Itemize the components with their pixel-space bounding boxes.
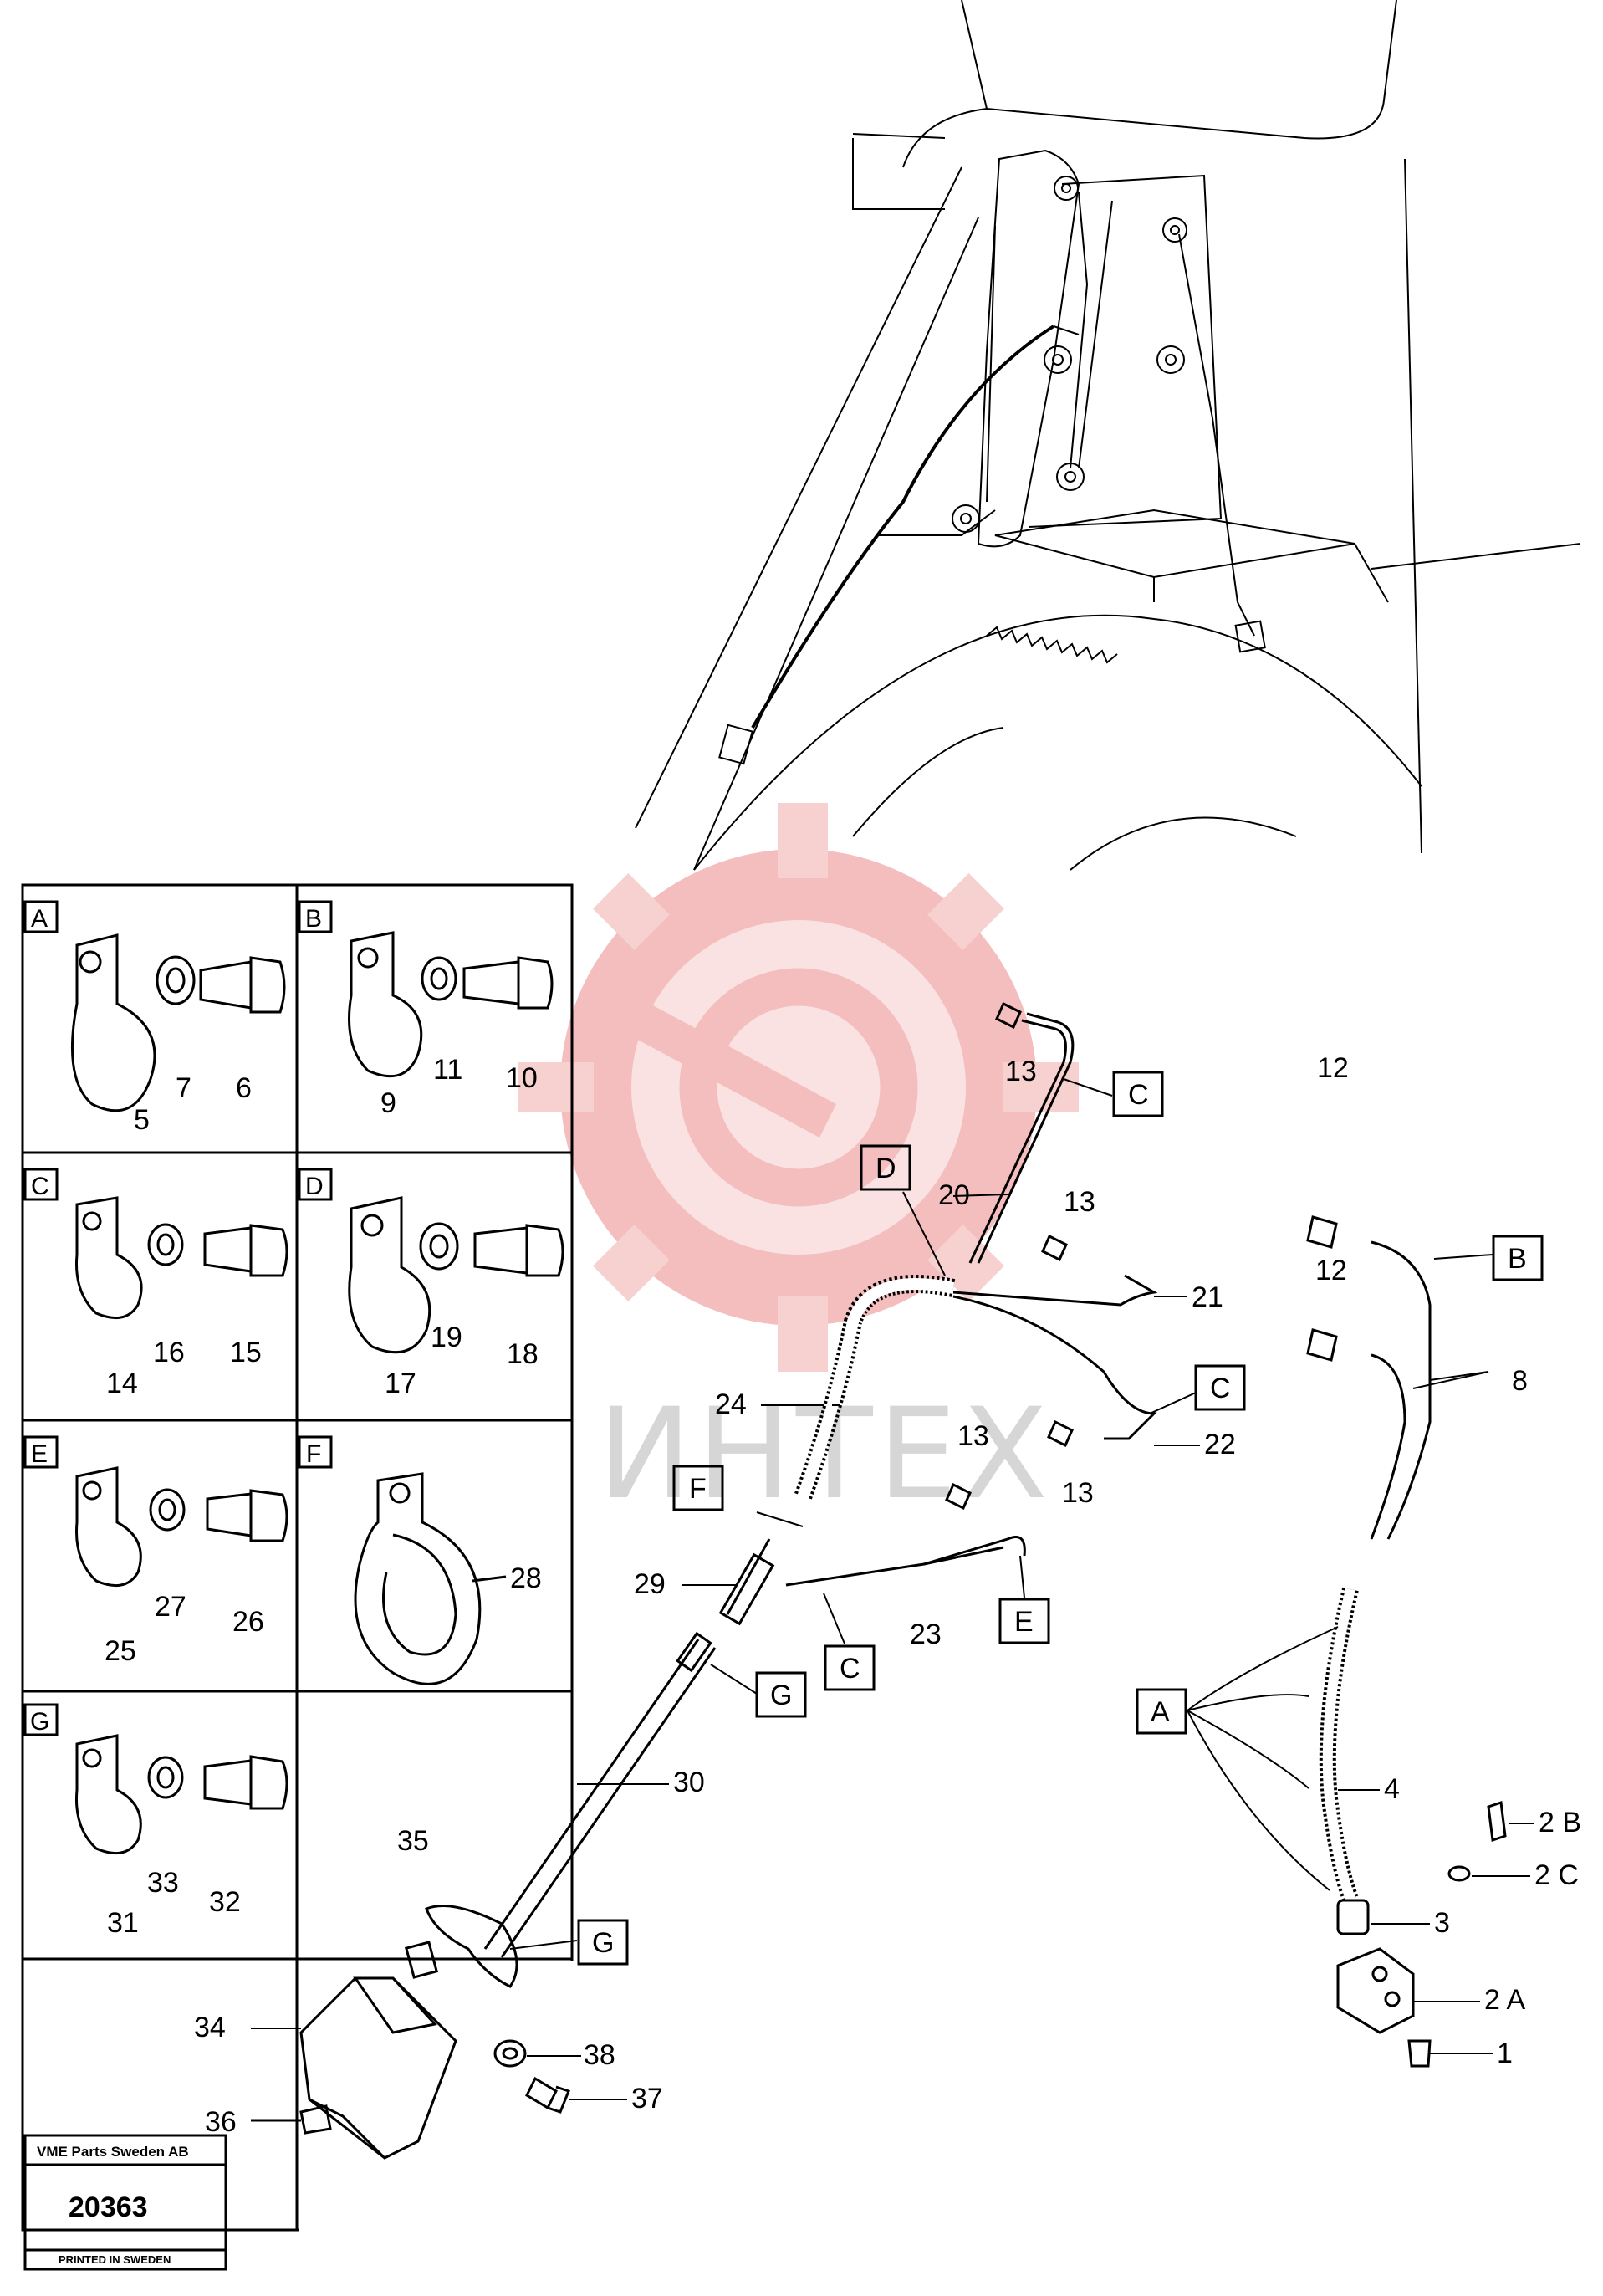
- right-hose-assembly: [1306, 1215, 1507, 2068]
- callout-leaders: [509, 1078, 1493, 1950]
- panel-f-letter: F: [306, 1440, 321, 1468]
- footer-company: VME Parts Sweden AB: [37, 2144, 189, 2160]
- footer-stamp: VME Parts Sweden AB 20363 PRINTED IN SWE…: [23, 2134, 227, 2271]
- panel-b-label-10: 10: [506, 1062, 538, 1094]
- panel-f-label-28: 28: [510, 1562, 542, 1594]
- panel-b: B 9 11 10: [298, 900, 554, 1119]
- part-34: 34: [194, 2012, 226, 2043]
- part-2a: 2 A: [1484, 1984, 1525, 2016]
- panel-e-label-27: 27: [155, 1591, 186, 1623]
- callout-box-c-1: C: [1112, 1071, 1164, 1117]
- part-number-labels: 13 20 13 21 24 13 22 13 29 23 30 35 34 3…: [194, 1052, 1581, 2138]
- svg-text:G: G: [592, 1927, 614, 1959]
- part-30: 30: [673, 1767, 705, 1798]
- panel-d-label-17: 17: [385, 1368, 416, 1399]
- part-37: 37: [631, 2083, 663, 2114]
- part-2c: 2 C: [1534, 1859, 1579, 1891]
- panel-b-letter: B: [305, 905, 322, 933]
- callout-box-a: A: [1136, 1688, 1187, 1735]
- panel-b-label-9: 9: [380, 1087, 396, 1119]
- part-2b: 2 B: [1539, 1807, 1581, 1838]
- svg-text:C: C: [1210, 1373, 1231, 1404]
- svg-text:E: E: [1014, 1606, 1034, 1638]
- part-38: 38: [584, 2039, 615, 2071]
- callout-box-g-1: G: [755, 1671, 807, 1718]
- part-8: 8: [1512, 1365, 1528, 1397]
- svg-text:D: D: [876, 1153, 896, 1184]
- part-22: 22: [1204, 1429, 1236, 1460]
- part-29: 29: [634, 1568, 666, 1600]
- panel-d-label-19: 19: [431, 1322, 462, 1353]
- fitting-13-group: [945, 1001, 1074, 1511]
- panel-g-label-31: 31: [107, 1907, 139, 1939]
- svg-text:C: C: [840, 1653, 860, 1685]
- panel-c-label-15: 15: [230, 1337, 262, 1368]
- panel-d-letter: D: [305, 1173, 324, 1200]
- part-12-b: 12: [1315, 1255, 1347, 1286]
- callout-box-b: B: [1492, 1235, 1544, 1281]
- callout-box-c-3: C: [824, 1644, 876, 1691]
- part-12-a: 12: [1317, 1052, 1349, 1084]
- panel-d-label-18: 18: [507, 1338, 539, 1370]
- footer-number: 20363: [69, 2191, 148, 2223]
- panel-a-label-7: 7: [176, 1072, 191, 1104]
- panel-a-label-6: 6: [236, 1072, 252, 1104]
- panel-a-label-5: 5: [134, 1104, 150, 1136]
- detail-panels: [21, 883, 574, 2232]
- svg-text:B: B: [1508, 1243, 1527, 1275]
- central-lubrication-assembly: [251, 1012, 1158, 2160]
- panel-c-letter: C: [31, 1173, 49, 1200]
- callout-boxes: C D B C F E C G: [577, 1071, 1544, 1966]
- footer-printed: PRINTED IN SWEDEN: [59, 2253, 171, 2266]
- part-36: 36: [205, 2106, 237, 2138]
- part-3: 3: [1434, 1907, 1450, 1939]
- panel-a: A 5 7 6: [23, 900, 286, 1136]
- panel-g-label-33: 33: [147, 1867, 179, 1899]
- callout-box-c-2: C: [1194, 1364, 1246, 1411]
- part-13-a: 13: [1005, 1056, 1037, 1087]
- watermark-logo: ИНТЕХ: [518, 803, 1079, 1527]
- part-24: 24: [715, 1388, 747, 1420]
- svg-text:F: F: [689, 1473, 707, 1505]
- part-leaders: [251, 1194, 1534, 2100]
- panel-d: D 17 19 18: [298, 1168, 564, 1399]
- svg-text:G: G: [770, 1680, 792, 1711]
- part-1: 1: [1497, 2038, 1513, 2069]
- part-13-b: 13: [1064, 1186, 1095, 1218]
- svg-text:C: C: [1128, 1079, 1149, 1111]
- panel-c-label-14: 14: [106, 1368, 138, 1399]
- panel-g-letter: G: [30, 1708, 49, 1736]
- panel-a-letter: A: [31, 905, 48, 933]
- panel-c: C 14 16 15: [23, 1168, 288, 1399]
- callout-box-e: E: [998, 1598, 1050, 1644]
- part-23: 23: [910, 1618, 942, 1650]
- panel-e-letter: E: [31, 1440, 48, 1468]
- callout-box-d: D: [860, 1144, 911, 1191]
- panel-b-label-11: 11: [433, 1054, 462, 1086]
- panel-e-label-25: 25: [105, 1635, 136, 1667]
- panel-e: E 25 27 26: [23, 1435, 288, 1667]
- panel-e-label-26: 26: [232, 1606, 264, 1638]
- part-35: 35: [397, 1825, 429, 1857]
- panel-g-label-32: 32: [209, 1886, 241, 1918]
- machine-sketch: [635, 0, 1581, 871]
- panel-f: F 28: [298, 1435, 542, 1685]
- part-21: 21: [1192, 1281, 1223, 1313]
- callout-box-f: F: [672, 1465, 724, 1511]
- part-13-c: 13: [957, 1420, 989, 1452]
- svg-text:A: A: [1151, 1696, 1170, 1728]
- callout-box-g-2: G: [577, 1919, 629, 1966]
- part-13-d: 13: [1062, 1477, 1094, 1509]
- panel-c-label-16: 16: [153, 1337, 185, 1368]
- panel-g: G 31 33 32: [23, 1703, 288, 1939]
- part-4: 4: [1384, 1773, 1400, 1805]
